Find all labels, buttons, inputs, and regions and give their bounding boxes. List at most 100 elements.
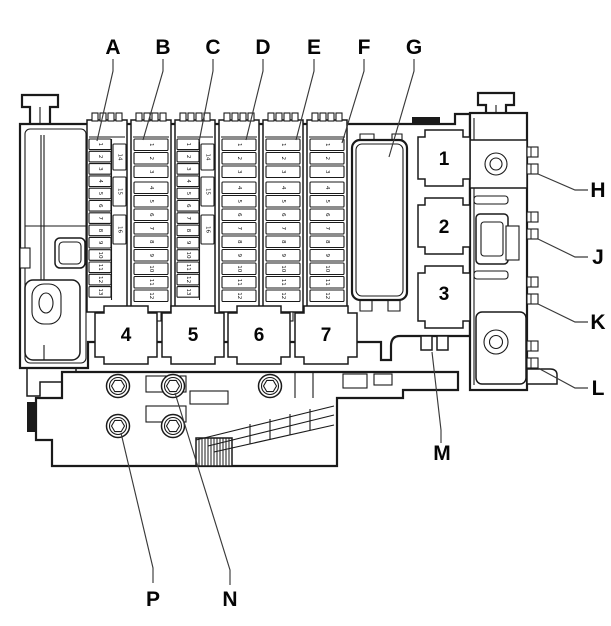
fuse-slot xyxy=(309,194,345,208)
fuse-slot xyxy=(309,181,345,195)
fuse-number: 2 xyxy=(97,155,103,159)
fuse-slot xyxy=(309,165,345,179)
fuse-slot xyxy=(221,194,257,208)
relay-blocks-bottom: 4 5 6 7 xyxy=(94,305,358,365)
fuse-slot xyxy=(265,289,301,303)
callout-n-label: N xyxy=(222,588,237,611)
fuse-number: 7 xyxy=(185,216,191,220)
rail-slot xyxy=(342,373,368,389)
strip-tooth xyxy=(107,112,115,122)
fuse-slot xyxy=(200,143,215,171)
fuse-slot xyxy=(133,275,169,289)
relay-7-label: 7 xyxy=(321,325,332,346)
strip-tooth xyxy=(195,112,203,122)
fuse-number: 5 xyxy=(324,199,330,203)
lower-rail-body xyxy=(34,370,460,468)
fuse-slot xyxy=(133,262,169,276)
fuse-number: 9 xyxy=(280,253,286,257)
fuse-slot xyxy=(309,208,345,222)
bolt xyxy=(160,413,186,439)
fuse-number: 1 xyxy=(236,143,242,147)
fuse-number: 14 xyxy=(205,153,211,161)
tab-l-upper xyxy=(526,340,539,352)
fuse-slot xyxy=(309,221,345,235)
fuse-number: 6 xyxy=(148,213,154,217)
fuse-number: 4 xyxy=(97,179,103,183)
callout-e-label: E xyxy=(307,36,321,59)
callout-m-label: M xyxy=(433,442,451,465)
fuse-slot xyxy=(265,275,301,289)
strip-tooth xyxy=(179,112,187,122)
fuse-number: 16 xyxy=(205,226,211,234)
strip-tooth xyxy=(319,112,327,122)
fuse-slot xyxy=(265,165,301,179)
fuse-number: 6 xyxy=(324,213,330,217)
fuse-number: 8 xyxy=(324,240,330,244)
callout-l-label: L xyxy=(592,377,605,400)
fuse-slot xyxy=(133,248,169,262)
fuse-number: 8 xyxy=(185,229,191,233)
fuse-number: 8 xyxy=(280,240,286,244)
fuse-slot xyxy=(265,138,301,152)
fuse-slot xyxy=(221,289,257,303)
strip-tooth xyxy=(275,112,283,122)
fuse-number: 12 xyxy=(324,292,330,299)
fuse-number: 11 xyxy=(280,279,286,287)
fuse-number: 11 xyxy=(324,279,330,287)
strip-tooth xyxy=(135,112,143,122)
fuse-slot xyxy=(221,208,257,222)
left-edge-rib xyxy=(27,402,35,432)
fuse-slot xyxy=(133,194,169,208)
rail-slot xyxy=(189,390,229,405)
fuse-number: 10 xyxy=(97,251,103,259)
fuse-number: 2 xyxy=(280,156,286,160)
fuse-number: 11 xyxy=(97,264,103,272)
fuse-number: 3 xyxy=(185,167,191,171)
strip-tooth xyxy=(291,112,299,122)
fuse-slot xyxy=(265,151,301,165)
strip-tooth xyxy=(115,112,123,122)
fuse-slot xyxy=(133,165,169,179)
fuse-slot xyxy=(133,208,169,222)
fuse-slot xyxy=(265,235,301,249)
relay-block-2 xyxy=(417,197,471,255)
fuse-number: 7 xyxy=(324,226,330,230)
fuse-number: 11 xyxy=(236,279,242,287)
tab-j-lower xyxy=(526,228,539,240)
bolt xyxy=(105,373,131,399)
fuse-slot xyxy=(221,151,257,165)
fuse-number: 9 xyxy=(97,241,103,245)
relay-block-7 xyxy=(294,305,358,365)
fuse-number: 10 xyxy=(280,265,286,273)
fuse-number: 7 xyxy=(148,226,154,230)
strip-tooth xyxy=(283,112,291,122)
fuse-number: 8 xyxy=(148,240,154,244)
fuse-number: 10 xyxy=(185,251,191,259)
fuse-slot xyxy=(221,248,257,262)
fuse-slot xyxy=(309,262,345,276)
fuse-number: 5 xyxy=(97,192,103,196)
fuse-number: 11 xyxy=(148,279,154,287)
fuse-slot xyxy=(133,221,169,235)
tab-l-lower xyxy=(526,357,539,369)
fuse-slot xyxy=(221,275,257,289)
fuse-number: 5 xyxy=(280,199,286,203)
fuse-slot xyxy=(265,208,301,222)
tab-j-upper xyxy=(526,211,539,223)
fuse-number: 9 xyxy=(148,253,154,257)
callout-c-label: C xyxy=(205,36,220,59)
callout-g-label: G xyxy=(406,36,422,59)
fuse-number: 9 xyxy=(324,253,330,257)
fuse-slot xyxy=(309,138,345,152)
strip-tooth xyxy=(159,112,167,122)
fuse-number: 12 xyxy=(97,276,103,283)
relay-block-3 xyxy=(417,265,471,329)
fuse-slot xyxy=(265,194,301,208)
fuse-number: 8 xyxy=(97,229,103,233)
fuse-number: 1 xyxy=(97,143,103,147)
